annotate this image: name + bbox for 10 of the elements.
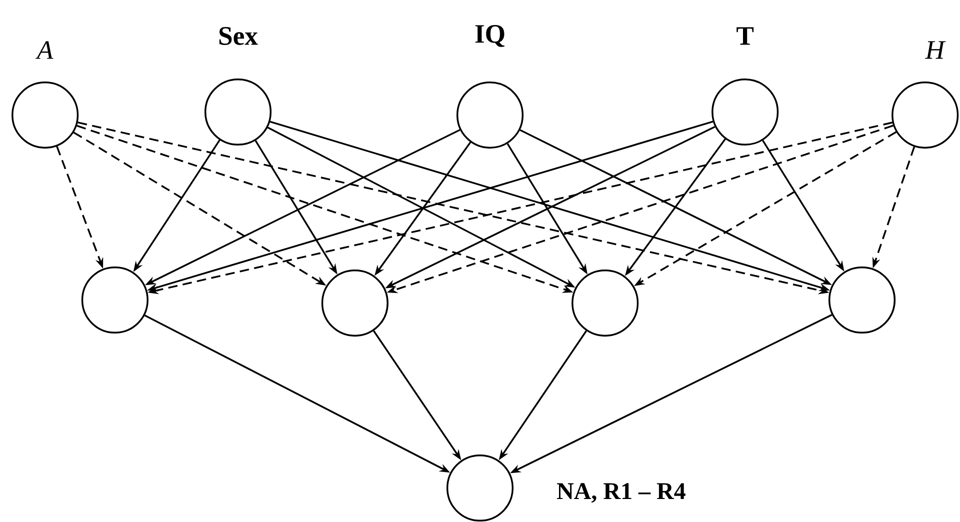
- circle-node: [572, 270, 639, 337]
- node-label: A: [35, 41, 54, 59]
- circle-node: [828, 266, 896, 334]
- node-caption: NA, R1 – R4: [557, 483, 686, 503]
- circle-node: [81, 266, 148, 334]
- circle-node: [321, 270, 388, 337]
- node-label: Sex: [219, 27, 258, 45]
- node-label: H: [925, 41, 946, 59]
- node-label: IQ: [475, 25, 504, 47]
- node-label: T: [736, 27, 754, 45]
